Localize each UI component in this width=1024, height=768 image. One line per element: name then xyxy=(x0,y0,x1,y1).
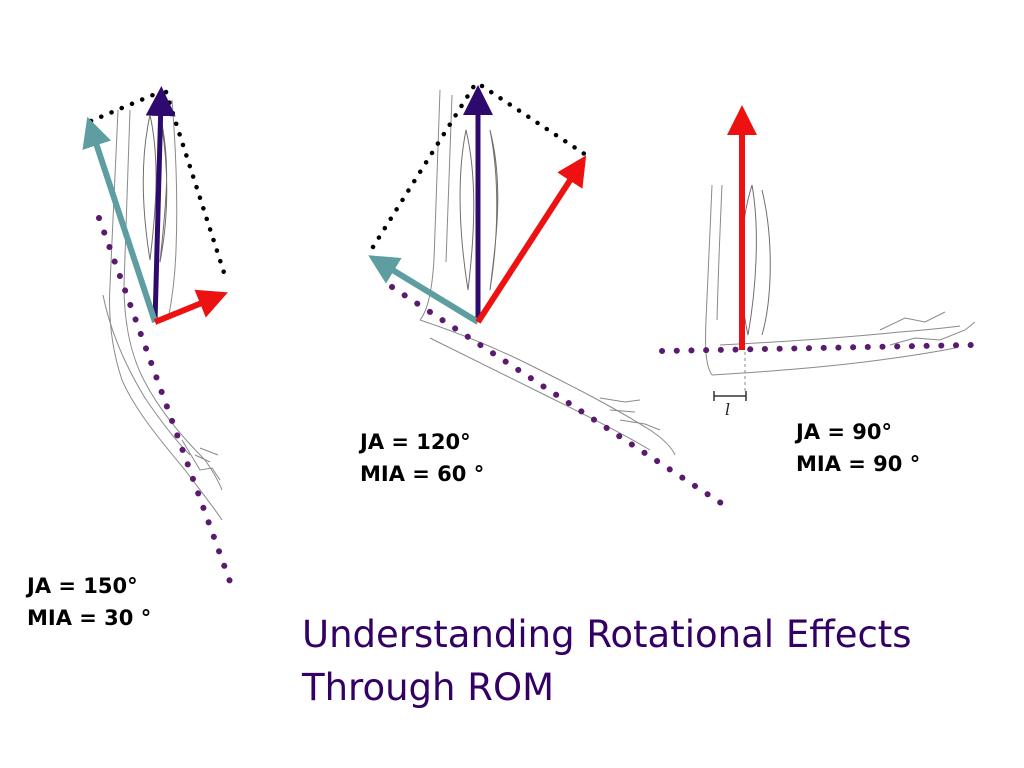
panel-ja-120 xyxy=(368,83,727,508)
muscle-force-arrow-150 xyxy=(145,86,176,323)
slide-title-line-1: Understanding Rotational Effects xyxy=(302,613,912,656)
angle-labels-150: JA = 150° MIA = 30 ° xyxy=(27,570,151,634)
muscle-insertion-angle-label: MIA = 90 ° xyxy=(796,452,921,476)
rotary-component-arrow-150 xyxy=(153,289,228,325)
slide-title: Understanding Rotational Effects Through… xyxy=(302,608,1002,714)
arm-sketch-120 xyxy=(419,89,676,456)
slide-title-line-2: Through ROM xyxy=(302,666,554,709)
force-parallelogram-150 xyxy=(88,89,230,285)
joint-angle-label: JA = 120° xyxy=(360,430,471,454)
angle-labels-90: JA = 90° MIA = 90 ° xyxy=(796,416,920,480)
segment-line-150 xyxy=(96,215,236,593)
moment-arm-label: l xyxy=(725,400,730,419)
muscle-insertion-angle-label: MIA = 60 ° xyxy=(360,462,485,486)
stabilizing-component-arrow-150 xyxy=(82,116,158,323)
panel-ja-150 xyxy=(82,86,236,593)
joint-angle-label: JA = 150° xyxy=(27,574,138,598)
segment-line-120 xyxy=(389,284,727,508)
joint-angle-label: JA = 90° xyxy=(796,420,893,444)
moment-arm-marker xyxy=(713,391,747,401)
stabilizing-component-arrow-120 xyxy=(368,255,480,325)
arm-sketch-90 xyxy=(705,184,976,392)
force-parallelogram-120 xyxy=(370,83,589,250)
angle-labels-120: JA = 120° MIA = 60 ° xyxy=(360,426,484,490)
rotary-component-arrow-120 xyxy=(475,155,587,324)
panel-ja-90: l xyxy=(659,105,976,419)
segment-line-90 xyxy=(659,342,975,354)
muscle-insertion-angle-label: MIA = 30 ° xyxy=(27,606,152,630)
arm-sketch-150 xyxy=(102,99,223,521)
